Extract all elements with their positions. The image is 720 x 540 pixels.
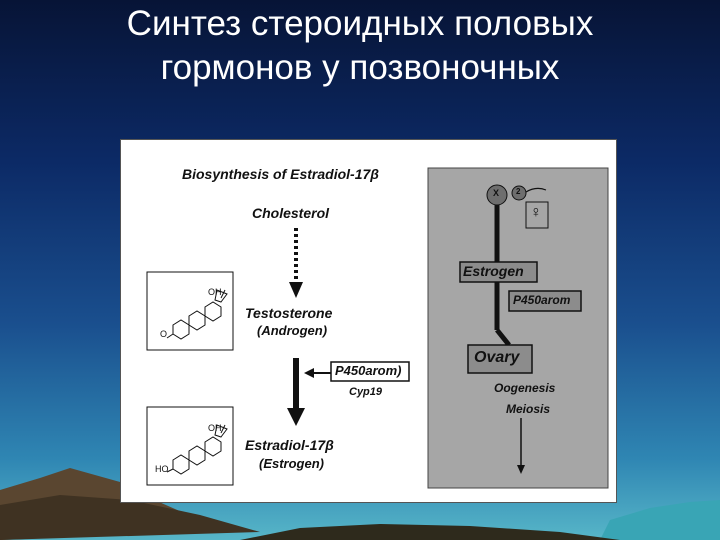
struct1-o: O xyxy=(160,329,168,339)
chromosome-2-label: 2 xyxy=(516,187,521,196)
estrogen-box-label: Estrogen xyxy=(463,263,524,279)
label-androgen: (Androgen) xyxy=(257,323,328,338)
label-estrogen-paren: (Estrogen) xyxy=(259,456,324,471)
figure-graphics xyxy=(146,167,609,489)
ovary-box xyxy=(467,344,533,374)
estrogen-box xyxy=(459,261,538,283)
slide-title: Синтез стероидных половых гормонов у поз… xyxy=(0,2,720,90)
label-cyp19: Cyp19 xyxy=(349,386,383,398)
figure-heading: Biosynthesis of Estradiol-17β xyxy=(182,166,379,182)
conversion-arrow-head xyxy=(287,408,305,426)
slide-title-line-1: Синтез стероидных половых xyxy=(126,4,594,43)
struct1-oh: OH xyxy=(208,287,222,297)
signal-line-diagonal xyxy=(495,328,511,347)
female-symbol: ♀ xyxy=(530,204,542,221)
enzyme-box xyxy=(330,361,410,382)
chromosome-tail xyxy=(525,187,547,193)
ovary-box-label: Ovary xyxy=(474,349,520,366)
label-testosterone: Testosterone xyxy=(245,305,333,321)
chromosome-2-circle xyxy=(511,185,527,201)
gray-panel xyxy=(427,167,609,489)
enzyme-arrow-head xyxy=(304,368,314,378)
slide-title-line-2: гормонов у позвоночных xyxy=(160,48,560,87)
label-oogenesis: Oogenesis xyxy=(494,381,556,395)
p450-box xyxy=(508,290,582,312)
label-meiosis: Meiosis xyxy=(506,402,551,416)
estradiol-figure: Biosynthesis of Estradiol-17β Cholestero… xyxy=(120,139,617,503)
p450-box-label: P450arom xyxy=(513,293,571,307)
mountain-landscape xyxy=(0,468,720,540)
female-symbol-box xyxy=(525,201,549,229)
structure-box-testosterone xyxy=(146,271,234,351)
structure-box-estradiol xyxy=(146,406,234,486)
meiosis-arrow-head xyxy=(517,465,525,474)
label-estradiol: Estradiol-17β xyxy=(245,437,334,453)
estradiol-structure xyxy=(166,424,228,475)
label-cholesterol: Cholesterol xyxy=(252,205,330,221)
enzyme-box-label: P450arom) xyxy=(335,363,402,378)
chromosome-x-label: X xyxy=(493,188,500,198)
struct2-ho: HO xyxy=(155,464,169,474)
testosterone-structure xyxy=(166,289,228,340)
struct2-oh: OH xyxy=(208,423,222,433)
dotted-arrow-head xyxy=(289,282,303,298)
